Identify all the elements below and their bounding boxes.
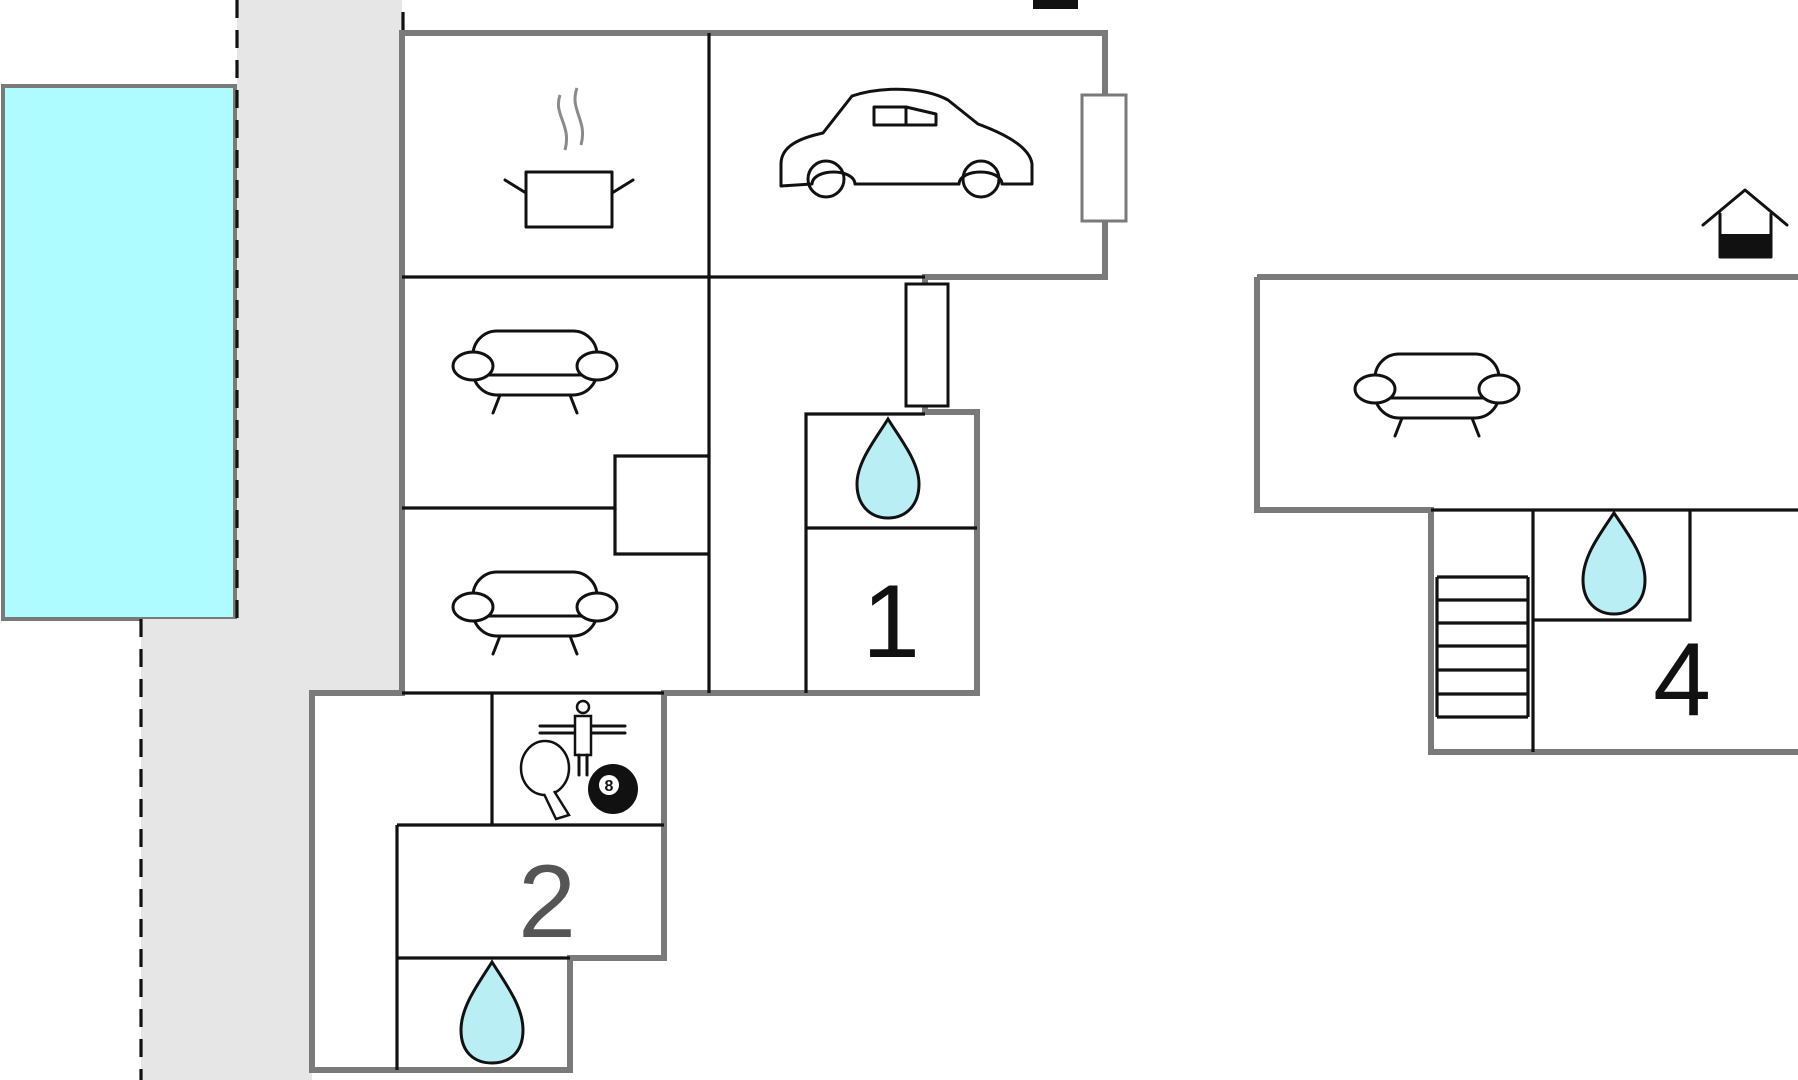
sofa-icon [451,329,619,415]
hall-cabinet [904,282,950,408]
table-football-icon [538,699,627,777]
stairs-icon [1435,575,1530,719]
room-number-2: 2 [518,844,576,960]
terrace-path [141,0,402,1080]
sofa-icon [1353,352,1521,438]
ping-pong-paddle-icon [519,739,571,821]
kitchen-icon [503,87,635,229]
garage-door [1080,93,1128,223]
room-number-1: 1 [862,564,920,680]
billiard-ball-icon: 8 [588,764,638,814]
bathroom-wall [804,412,925,693]
house-entrance-icon [1701,188,1789,259]
water-drop-icon [1581,510,1647,616]
svg-text:8: 8 [605,778,614,795]
room-number-4: 4 [1653,622,1711,738]
annex-bathroom-wall [1533,510,1692,622]
garage-car-icon [779,87,1034,199]
interior-wall [402,454,709,510]
entrance-marker [1033,0,1078,9]
water-drop-icon [855,416,921,520]
interior-wall [613,508,709,556]
pool-area [1,84,237,621]
water-drop-icon [459,959,525,1065]
sofa-icon [451,570,619,656]
